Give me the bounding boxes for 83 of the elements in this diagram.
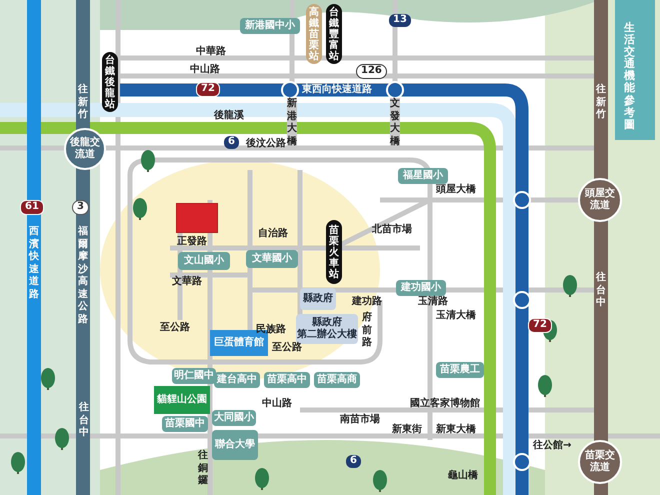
place-name: 苗栗國中 (165, 418, 205, 430)
road-name: 福爾摩沙高速公路 (78, 226, 88, 326)
building-box (300, 288, 336, 310)
place-name: 建功國小 (401, 282, 441, 294)
place-name: 苗栗農工 (440, 364, 480, 376)
place-name: 縣政府 (303, 292, 333, 306)
place-name: 縣政府 (312, 316, 342, 328)
road-name: 至公路 (160, 322, 190, 334)
road-name: 西濱快速道路 (29, 226, 39, 301)
place-name: 福星國小 (403, 170, 443, 182)
place-name: 苗栗高商 (317, 374, 357, 386)
place-name: 明仁國中 (174, 370, 214, 382)
road-name: 國立客家博物館 (410, 398, 480, 410)
school-box (396, 280, 446, 296)
place-name: 新港國中小 (245, 20, 295, 32)
road-name: 府前路 (362, 312, 372, 350)
park-box (154, 386, 210, 414)
road-name: 玉清路 (418, 296, 448, 308)
route-shield: 61 (20, 200, 44, 214)
route-shield: 13 (389, 14, 411, 26)
road-name: 後汶公路 (246, 138, 286, 150)
road-name: 中華路 (196, 46, 226, 58)
station-pill (326, 220, 342, 284)
school-box (398, 168, 448, 184)
school-box (162, 416, 208, 432)
school-box (214, 372, 260, 388)
route-shield: 72 (528, 318, 552, 332)
route-shield: 72 (196, 82, 220, 96)
road-name: 文發大橋 (390, 98, 400, 148)
place-name: 貓貍山公園 (157, 394, 207, 406)
map-title: 生活交通機能參考圖 (624, 22, 635, 131)
marker-box (176, 203, 218, 233)
road-name: 建功路 (352, 296, 382, 308)
road-name: 後龍溪 (214, 110, 244, 122)
road-name: 民族路 (256, 324, 286, 336)
place-name: 後龍交流道 (69, 136, 101, 162)
school-box (436, 362, 484, 378)
school-box (178, 252, 230, 270)
road-name: 往新竹 (78, 84, 88, 122)
place-name: 文山國小 (184, 254, 224, 268)
station-pill (326, 4, 342, 64)
school-box (240, 18, 300, 34)
school-box (264, 372, 310, 388)
road-name: 往台中 (596, 272, 606, 310)
place-name: 高鐵苗栗站 (309, 6, 319, 62)
route-shield: 126 (356, 64, 387, 78)
road-name: 正發路 (177, 236, 207, 248)
place-name: 巨蛋體育館 (214, 336, 264, 350)
school-box (314, 372, 360, 388)
school-box (246, 250, 298, 268)
place-name: 大同國小 (214, 412, 254, 424)
road-name: 文華路 (172, 276, 202, 288)
place-name: 第二辦公大樓 (297, 329, 357, 342)
road-name: 自治路 (258, 228, 288, 240)
road-name: 往銅鑼 (198, 450, 208, 488)
road-name: 東西向快速道路 (302, 84, 372, 96)
place-name: 建台高中 (217, 374, 257, 386)
station-pill (306, 4, 322, 64)
road-name: 新東街 (392, 424, 422, 436)
place-name: 頭屋交流道 (584, 188, 616, 212)
place-name: 文華國小 (252, 252, 292, 266)
route-shield: 6 (224, 136, 239, 148)
road-name: 中山路 (262, 398, 292, 410)
road-name: 北苗市場 (372, 224, 412, 236)
road-name: 新東大橋 (436, 424, 476, 436)
place-name: 苗栗火車站 (329, 224, 339, 280)
road-name: 玉清大橋 (436, 310, 476, 322)
road-name: 往新竹 (596, 84, 606, 122)
road-name: 往公館→ (533, 440, 572, 452)
school-box (212, 430, 258, 460)
road-name: 頭屋大橋 (436, 184, 476, 196)
place-name: 苗栗高中 (267, 374, 307, 386)
place-name: 台鐵後龍站 (105, 54, 115, 110)
road-name: 中山路 (190, 64, 220, 76)
place-name: 台鐵豐富站 (329, 6, 339, 62)
road-name: 往台中 (79, 402, 89, 440)
place-name: 聯合大學 (215, 438, 255, 452)
road-name: 南苗市場 (340, 414, 380, 426)
road-name: 新港大橋 (287, 98, 297, 148)
station-pill (102, 52, 118, 112)
road-name: 至公路 (272, 342, 302, 354)
road-name: 龜山橋 (448, 470, 478, 482)
place-name: 苗栗交流道 (584, 450, 616, 474)
